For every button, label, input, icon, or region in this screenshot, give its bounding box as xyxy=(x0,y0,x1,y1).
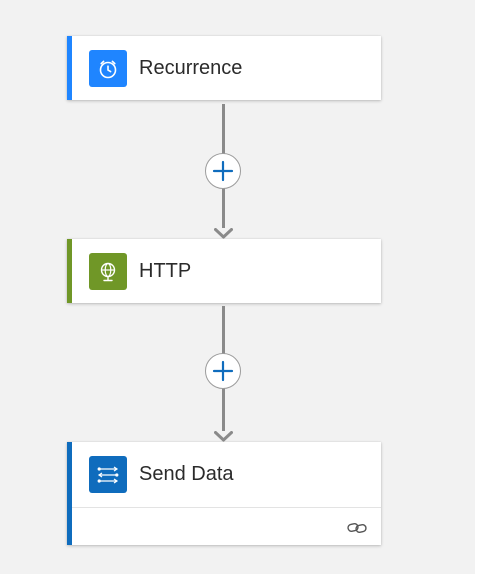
link-icon[interactable] xyxy=(347,521,367,535)
step-title: Send Data xyxy=(139,463,234,485)
step-card-footer xyxy=(72,507,381,545)
globe-icon xyxy=(100,262,116,281)
step-card-recurrence[interactable]: Recurrence xyxy=(67,36,381,100)
step-card-send-data[interactable]: Send Data xyxy=(67,442,381,545)
clock-icon xyxy=(99,60,117,78)
step-title: Recurrence xyxy=(139,57,243,79)
arrow-down-icon xyxy=(214,431,233,442)
step-icon-box xyxy=(89,253,127,290)
step-accent-bar xyxy=(67,442,72,545)
step-title: HTTP xyxy=(139,260,192,282)
data-operations-icon xyxy=(97,466,119,483)
insert-step-button[interactable] xyxy=(205,153,241,189)
step-icon-box xyxy=(89,50,127,87)
step-icon-box xyxy=(89,456,127,493)
plus-icon xyxy=(212,360,234,382)
plus-icon xyxy=(212,160,234,182)
step-accent-bar xyxy=(67,239,72,303)
arrow-down-icon xyxy=(214,228,233,239)
step-accent-bar xyxy=(67,36,72,100)
page-edge xyxy=(475,0,479,574)
step-card-http[interactable]: HTTP xyxy=(67,239,381,303)
insert-step-button[interactable] xyxy=(205,353,241,389)
